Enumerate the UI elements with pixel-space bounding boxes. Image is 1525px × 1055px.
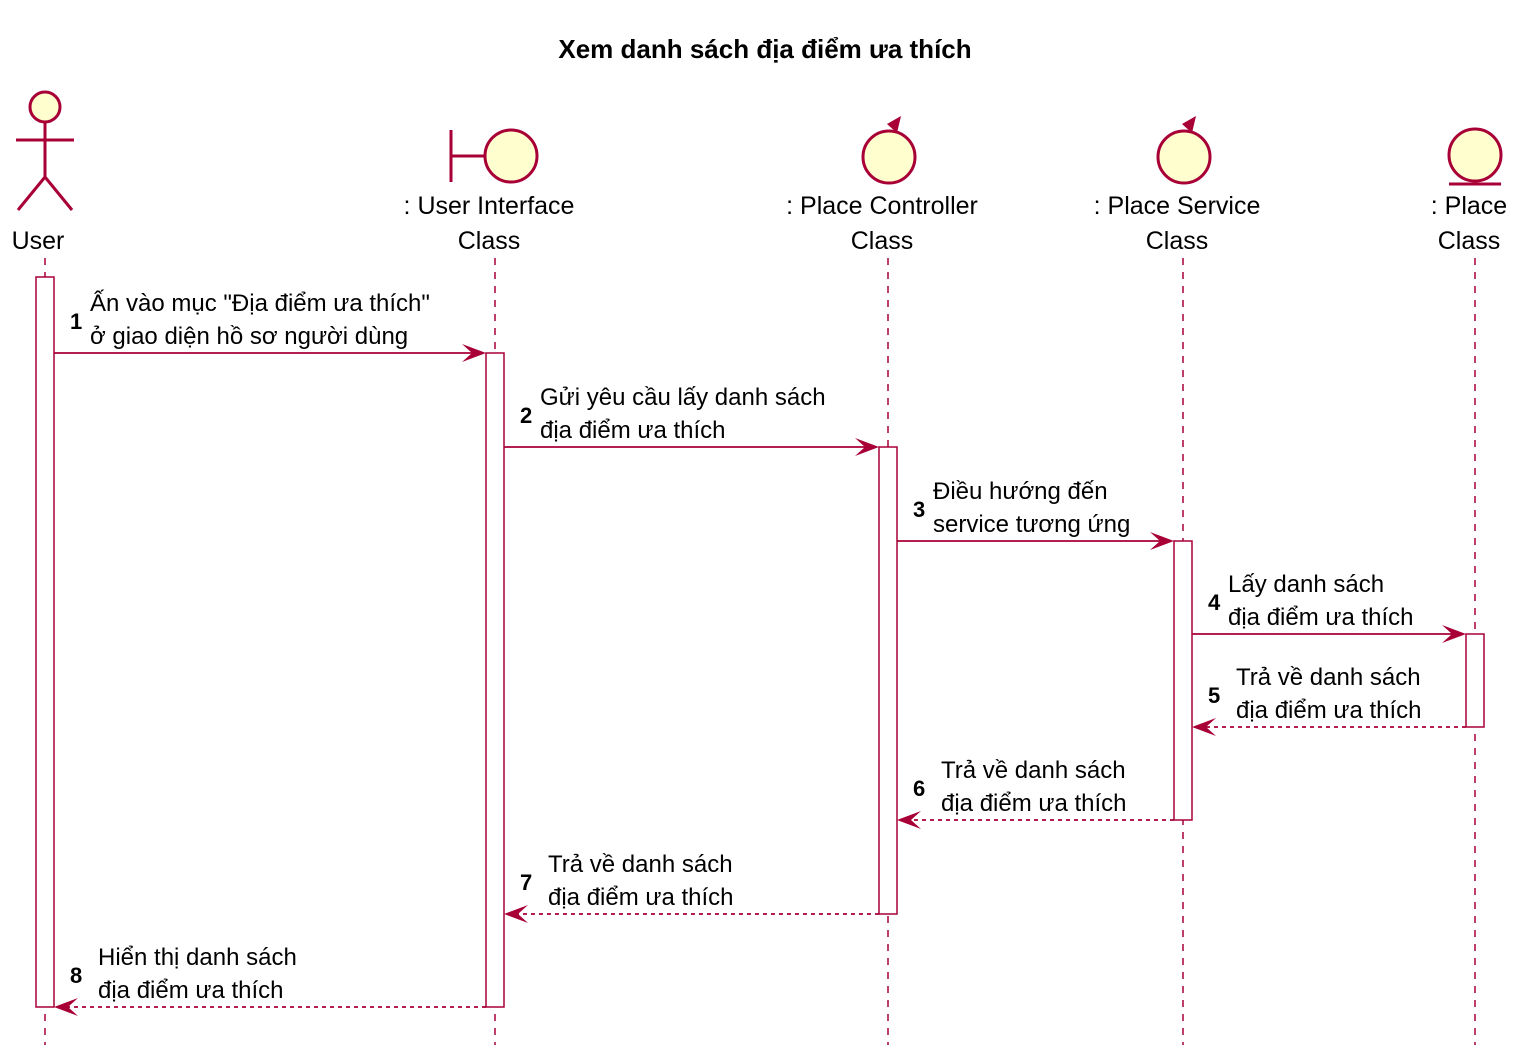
message-1: 1 Ấn vào mục "Địa điểm ưa thích" ở giao di… <box>54 289 486 362</box>
arrowhead <box>1192 718 1216 736</box>
participant-label: : Place Service <box>1094 192 1261 220</box>
participant-label: Class <box>1438 227 1501 255</box>
participant-label: : Place Controller <box>786 192 978 220</box>
message-label: Lấy danh sách <box>1228 571 1384 598</box>
message-5: 5 Trả về danh sách địa điểm ưa thích <box>1192 664 1466 736</box>
message-4: 4 Lấy danh sách địa điểm ưa thích <box>1192 571 1466 643</box>
activation-bars <box>35 276 1485 1008</box>
arrowhead <box>1150 532 1174 550</box>
message-6: 6 Trả về danh sách địa điểm ưa thích <box>897 757 1174 829</box>
message-number: 5 <box>1208 683 1220 708</box>
arrowhead <box>897 811 921 829</box>
activation-bar <box>485 352 505 1008</box>
messages: 1 Ấn vào mục "Địa điểm ưa thích" ở giao di… <box>54 289 1466 1016</box>
participant-label: Class <box>851 227 914 255</box>
activation-bar <box>1465 633 1485 728</box>
arrowhead <box>54 998 78 1016</box>
arrowhead <box>462 344 486 362</box>
message-label: địa điểm ưa thích <box>540 417 726 444</box>
message-number: 4 <box>1208 590 1221 615</box>
message-3: 3 Điều hướng đến service tương ứng <box>897 478 1174 550</box>
boundary-icon <box>449 128 539 184</box>
message-label: Trả về danh sách <box>1236 664 1421 691</box>
diagram-title: Xem danh sách địa điểm ưa thích <box>558 34 971 64</box>
control-icon <box>861 116 917 185</box>
message-label: Hiển thị danh sách <box>98 944 297 971</box>
message-label: Gửi yêu cầu lấy danh sách <box>540 384 826 411</box>
message-label: Trả về danh sách <box>548 851 733 878</box>
participant-actor: User <box>12 90 74 255</box>
message-number: 1 <box>70 309 82 334</box>
message-label: Điều hướng đến <box>933 478 1108 505</box>
message-label: service tương ứng <box>933 511 1130 538</box>
message-label: Trả về danh sách <box>941 757 1126 784</box>
message-number: 3 <box>913 497 925 522</box>
participant-label: User <box>12 227 65 255</box>
message-8: 8 Hiển thị danh sách địa điểm ưa thích <box>54 944 486 1016</box>
message-number: 8 <box>70 963 82 988</box>
message-label: địa điểm ưa thích <box>941 790 1127 817</box>
entity-icon <box>1447 127 1503 186</box>
message-label: địa điểm ưa thích <box>548 884 734 911</box>
participant-label: Class <box>458 227 521 255</box>
activation-bar <box>1173 540 1193 821</box>
arrowhead <box>504 905 528 923</box>
message-number: 7 <box>520 870 532 895</box>
message-number: 6 <box>913 776 925 801</box>
message-number: 2 <box>520 403 532 428</box>
activation-bar <box>878 446 898 915</box>
lifelines <box>44 258 1476 1045</box>
message-label: ở giao diện hồ sơ người dùng <box>90 323 408 350</box>
participant-label: : User Interface <box>404 192 575 220</box>
actor-icon <box>16 90 74 211</box>
arrowhead <box>1442 625 1466 643</box>
message-7: 7 Trả về danh sách địa điểm ưa thích <box>504 851 879 923</box>
message-2: 2 Gửi yêu cầu lấy danh sách địa điểm ưa th… <box>504 384 879 456</box>
participant-label: Class <box>1146 227 1209 255</box>
message-label: Ấn vào mục "Địa điểm ưa thích" <box>90 289 430 317</box>
message-label: địa điểm ưa thích <box>1236 697 1422 724</box>
message-label: địa điểm ưa thích <box>98 977 284 1004</box>
message-label: địa điểm ưa thích <box>1228 604 1414 631</box>
arrowhead <box>855 438 879 456</box>
participant-label: : Place <box>1431 192 1507 220</box>
activation-bar <box>35 276 55 1008</box>
control-icon <box>1156 116 1212 185</box>
